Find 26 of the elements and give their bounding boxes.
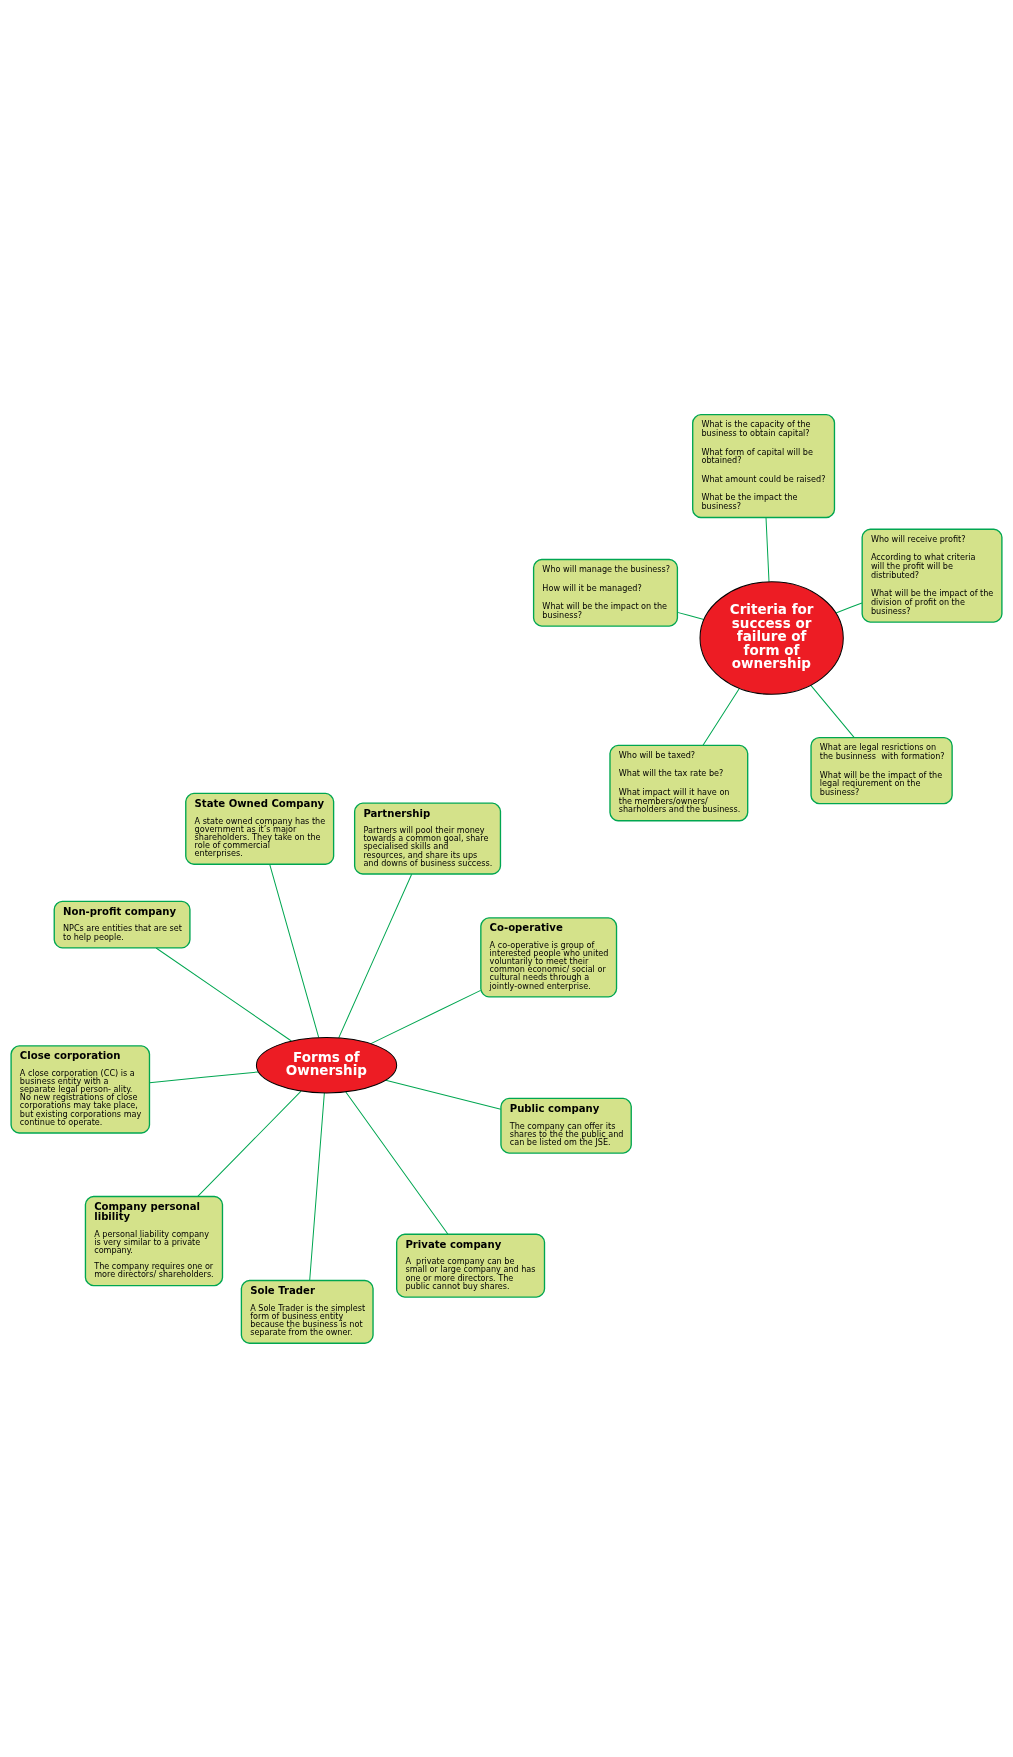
- connector: [197, 1090, 302, 1197]
- node-box: Company personal libility A personal liability company is very similar to a private company. The company requires one or more directors/ shareholders.: [84, 1195, 224, 1286]
- connector: [810, 684, 855, 738]
- connector: [676, 611, 705, 620]
- connector: [149, 1070, 259, 1083]
- node-ellipse: Forms of Ownership: [255, 1036, 398, 1093]
- connector: [338, 873, 413, 1038]
- node-box: What is the capacity of the business to obtain capital? What form of capital will be obtained? What amount could be raised? What be the impact the business?: [692, 413, 836, 518]
- connector: [835, 601, 863, 614]
- node-box: Public company The company can offer its shares to the the public and can be listed om the JSE.: [500, 1097, 632, 1154]
- node-box: Who will manage the business? How will it be managed? What will be the impact on the business?: [532, 558, 679, 627]
- node-box: Close corporation A close corporation (CC) is a business entity with a separate legal person- ality. No new registrations of close corporations may take place, but existing corporations may continue to operate.: [10, 1044, 151, 1134]
- node-box: State Owned Company A state owned company has the government as it’s major shareholders. They take on the role of commercial enterprises.: [185, 792, 335, 865]
- connector: [309, 1092, 325, 1281]
- node-box: What are legal resrictions on the businness with formation? What will be the impact of the legal reqiurement on the business?: [810, 736, 953, 804]
- node-box: Non-profit company NPCs are entities that are set to help people.: [53, 900, 191, 949]
- node-box: Co-operative A co-operative is group of interested people who united voluntarily to meet their common economic/ social or cultural needs through a jointly-owned enterprise.: [480, 916, 618, 998]
- connector: [385, 1079, 502, 1110]
- node-box: Private company A private company can be small or large company and has one or more directors. The public cannot buy shares.: [396, 1233, 546, 1298]
- node-box: Partnership Partners will pool their money towards a common goal, share specialised skills and resources, and share its ups and downs of business success.: [353, 802, 502, 875]
- connector: [370, 989, 482, 1044]
- node-ellipse: Criteria for success or failure of form of ownership: [699, 580, 844, 695]
- node-box: Sole Trader A Sole Trader is the simplest form of business entity because the business is not separate from the owner.: [240, 1279, 374, 1344]
- node-box: Who will be taxed? What will the tax rate be? What impact will it have on the members/owners/ sharholders and the business.: [609, 744, 749, 821]
- connector: [269, 863, 320, 1038]
- node-box: Who will receive profit? According to what criteria will the profit will be distributed? What will be the impact of the division of profit on the business?: [861, 528, 1003, 623]
